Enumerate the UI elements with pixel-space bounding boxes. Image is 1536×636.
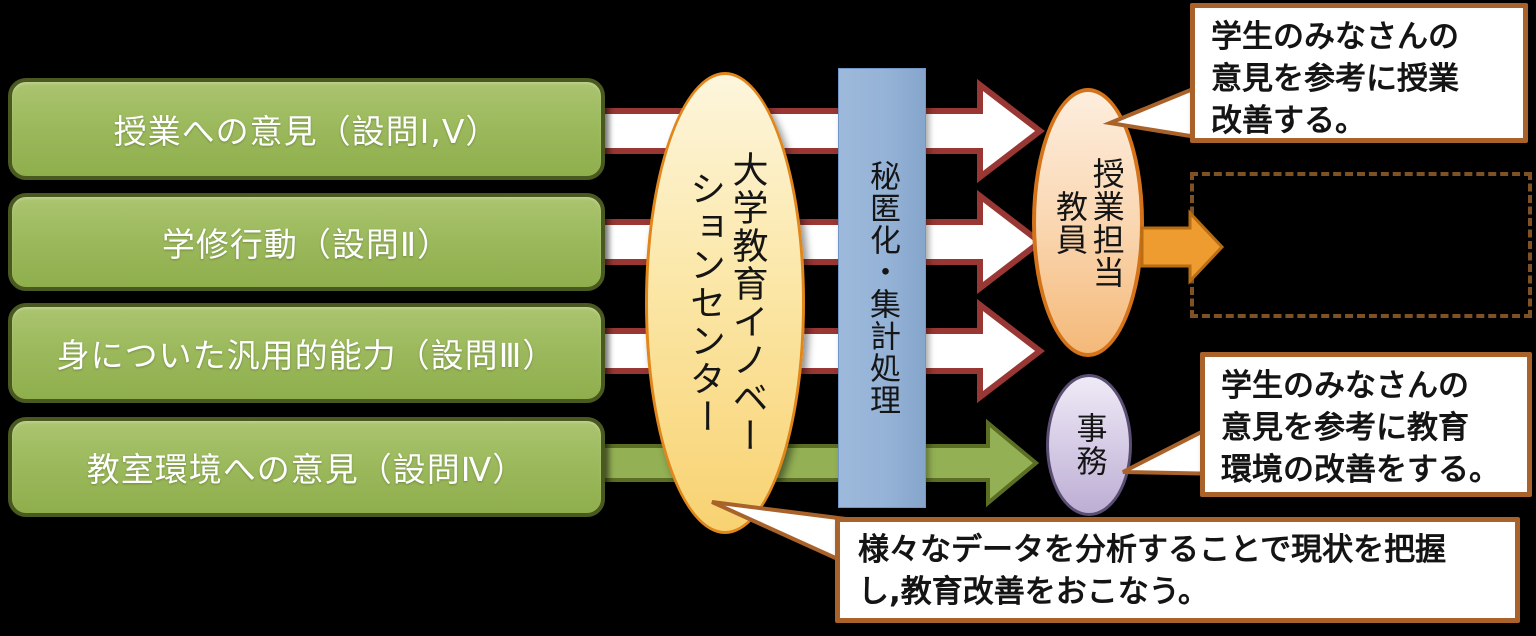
- admin-label-wrap: 事務: [1049, 377, 1129, 513]
- callout-env-line3: 環境の改善をする。: [1221, 452, 1500, 488]
- source-box-label: 学修行動（設問Ⅱ）: [161, 225, 452, 264]
- innovation-center-ellipse: 大学教育イノベー ションセンター: [645, 72, 805, 534]
- faculty-label-wrap: 授業担当 教員: [1036, 92, 1140, 353]
- callout-class-line1: 学生のみなさんの: [1211, 19, 1459, 55]
- anonymize-aggregate-label-wrap: 秘匿化・集計処理: [839, 69, 925, 507]
- faculty-ellipse: 授業担当 教員: [1032, 88, 1144, 357]
- callout-class-line2: 意見を参考に授業: [1211, 61, 1459, 97]
- callout-environment-improvement: 学生のみなさんの 意見を参考に教育 環境の改善をする。: [1200, 352, 1532, 497]
- anonymize-aggregate-bar: 秘匿化・集計処理: [838, 68, 926, 508]
- faculty-to-result-arrow: [1140, 209, 1225, 285]
- green-flow-arrow: [598, 418, 1040, 508]
- anonymize-aggregate-label: 秘匿化・集計処理: [864, 160, 901, 416]
- callout-env-line2: 意見を参考に教育: [1221, 410, 1469, 446]
- admin-ellipse: 事務: [1046, 374, 1132, 516]
- source-box-study-behavior: 学修行動（設問Ⅱ）: [8, 193, 605, 291]
- callout-class-improvement: 学生のみなさんの 意見を参考に授業 改善する。: [1190, 3, 1528, 143]
- callout-data-analysis: 様々なデータを分析することで現状を把握 し,教育改善をおこなう。: [835, 517, 1520, 623]
- callout-data-line2: し,教育改善をおこなう。: [858, 574, 1209, 610]
- innovation-center-line2: ションセンター: [684, 170, 725, 436]
- source-box-label: 身についた汎用的能力（設問Ⅲ）: [56, 336, 557, 375]
- innovation-center-label: 大学教育イノベー ションセンター: [648, 75, 802, 531]
- callout-env-line1: 学生のみなさんの: [1221, 368, 1469, 404]
- admin-label: 事務: [1070, 412, 1107, 478]
- flow-arrow-row1: [597, 78, 1045, 184]
- source-box-classroom-environment: 教室環境への意見（設問Ⅳ）: [8, 417, 605, 517]
- source-box-class-opinion: 授業への意見（設問Ⅰ,Ⅴ）: [8, 78, 605, 180]
- source-box-generic-skills: 身についた汎用的能力（設問Ⅲ）: [8, 303, 605, 403]
- innovation-center-line1: 大学教育イノベー: [726, 151, 768, 455]
- source-box-label: 授業への意見（設問Ⅰ,Ⅴ）: [113, 112, 500, 151]
- faculty-line1: 授業担当: [1087, 156, 1126, 289]
- source-box-label: 教室環境への意見（設問Ⅳ）: [86, 450, 527, 489]
- callout-class-line3: 改善する。: [1211, 103, 1366, 139]
- faculty-line2: 教員: [1051, 189, 1089, 256]
- callout-data-line1: 様々なデータを分析することで現状を把握: [858, 532, 1447, 568]
